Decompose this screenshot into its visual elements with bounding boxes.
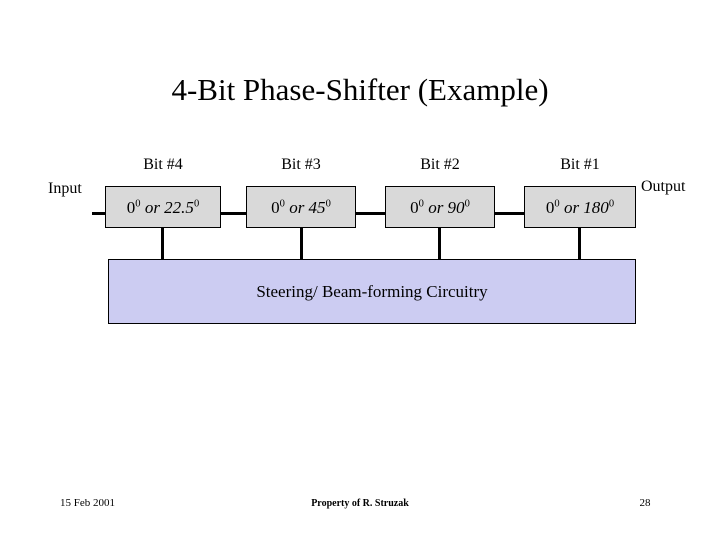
footer-page-number: 28 — [639, 497, 651, 509]
bit-label-4: Bit #4 — [143, 156, 183, 173]
bit-label-1: Bit #1 — [560, 156, 600, 173]
bit-block-4-value: 00 or 22.50 — [126, 197, 200, 217]
footer-property-note: Property of R. Struzak — [311, 498, 409, 509]
bit-block-2-value: 00 or 900 — [410, 197, 470, 217]
bit-block-2: 00 or 900 — [385, 186, 495, 228]
connector-line-bit3 — [300, 228, 303, 259]
connector-line-bit2 — [438, 228, 441, 259]
steering-circuitry-box: Steering/ Beam-forming Circuitry — [108, 259, 636, 324]
signal-path-line — [92, 212, 634, 215]
bit-block-1: 00 or 1800 — [524, 186, 636, 228]
connector-line-bit4 — [161, 228, 164, 259]
bit-label-3: Bit #3 — [281, 156, 321, 173]
bit-label-2: Bit #2 — [420, 156, 460, 173]
connector-line-bit1 — [578, 228, 581, 259]
steering-circuitry-label: Steering/ Beam-forming Circuitry — [256, 281, 488, 301]
bit-block-3-value: 00 or 450 — [271, 197, 331, 217]
input-label: Input — [48, 180, 82, 197]
output-label: Output — [641, 178, 686, 195]
footer-date: 15 Feb 2001 — [60, 497, 115, 509]
page-title: 4-Bit Phase-Shifter (Example) — [171, 72, 549, 107]
bit-block-3: 00 or 450 — [246, 186, 356, 228]
bit-block-4: 00 or 22.50 — [105, 186, 221, 228]
bit-block-1-value: 00 or 1800 — [545, 197, 615, 217]
